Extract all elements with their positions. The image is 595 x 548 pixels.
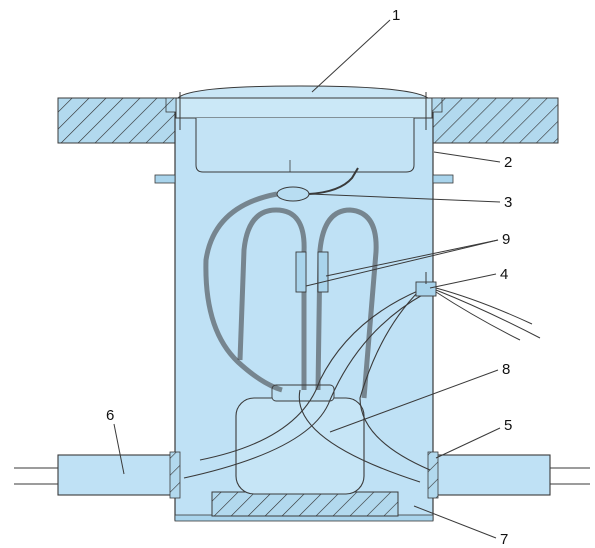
inner-tray	[195, 118, 415, 173]
leader-7	[413, 505, 497, 539]
junction-box	[235, 397, 365, 495]
callout-1: 1	[392, 7, 400, 24]
cable-loop-left	[203, 191, 283, 393]
lid-frame	[175, 97, 433, 119]
outer-ring-left	[154, 174, 176, 184]
connector-sleeve-right	[317, 251, 329, 293]
leader-1	[311, 19, 391, 93]
external-wire-a	[435, 287, 533, 325]
cable-loop-right	[315, 207, 379, 399]
external-wire-c	[435, 291, 521, 341]
leader-9b	[305, 239, 499, 287]
wire-bundle-a	[199, 289, 421, 461]
outer-ring-right	[432, 174, 454, 184]
leader-8	[329, 369, 499, 433]
wire-bundle-c	[359, 289, 431, 471]
callout-8: 8	[502, 361, 510, 378]
connector-lead	[308, 167, 359, 195]
pipe-seal-left	[169, 451, 181, 499]
callout-3: 3	[504, 194, 512, 211]
leader-2	[433, 151, 501, 163]
callout-6: 6	[106, 407, 114, 424]
pipe-right	[431, 454, 551, 496]
ground-slab-left	[57, 97, 179, 144]
callout-9: 9	[502, 231, 510, 248]
lid-cover	[176, 85, 430, 99]
cable-loop-middle	[237, 207, 307, 390]
cable-gland	[415, 281, 437, 297]
leader-9a	[325, 239, 499, 277]
wire-bundle-b	[183, 293, 425, 479]
concrete-block	[211, 491, 399, 517]
leader-5	[435, 427, 501, 459]
pipe-seal-right	[427, 451, 439, 499]
pipe-left	[57, 454, 177, 496]
connector-sleeve-left	[295, 251, 307, 293]
wire-bundle-d	[298, 389, 421, 483]
callout-7: 7	[500, 531, 508, 548]
callout-5: 5	[504, 417, 512, 434]
callout-4: 4	[500, 266, 508, 283]
leader-3	[309, 193, 501, 203]
leader-6	[113, 423, 125, 475]
cable-connector	[276, 186, 310, 202]
leader-4	[429, 273, 497, 289]
ground-slab-right	[429, 97, 559, 144]
callout-2: 2	[504, 154, 512, 171]
external-wire-b	[435, 289, 541, 339]
seal-top-left	[165, 97, 177, 113]
seal-top-right	[431, 97, 443, 113]
